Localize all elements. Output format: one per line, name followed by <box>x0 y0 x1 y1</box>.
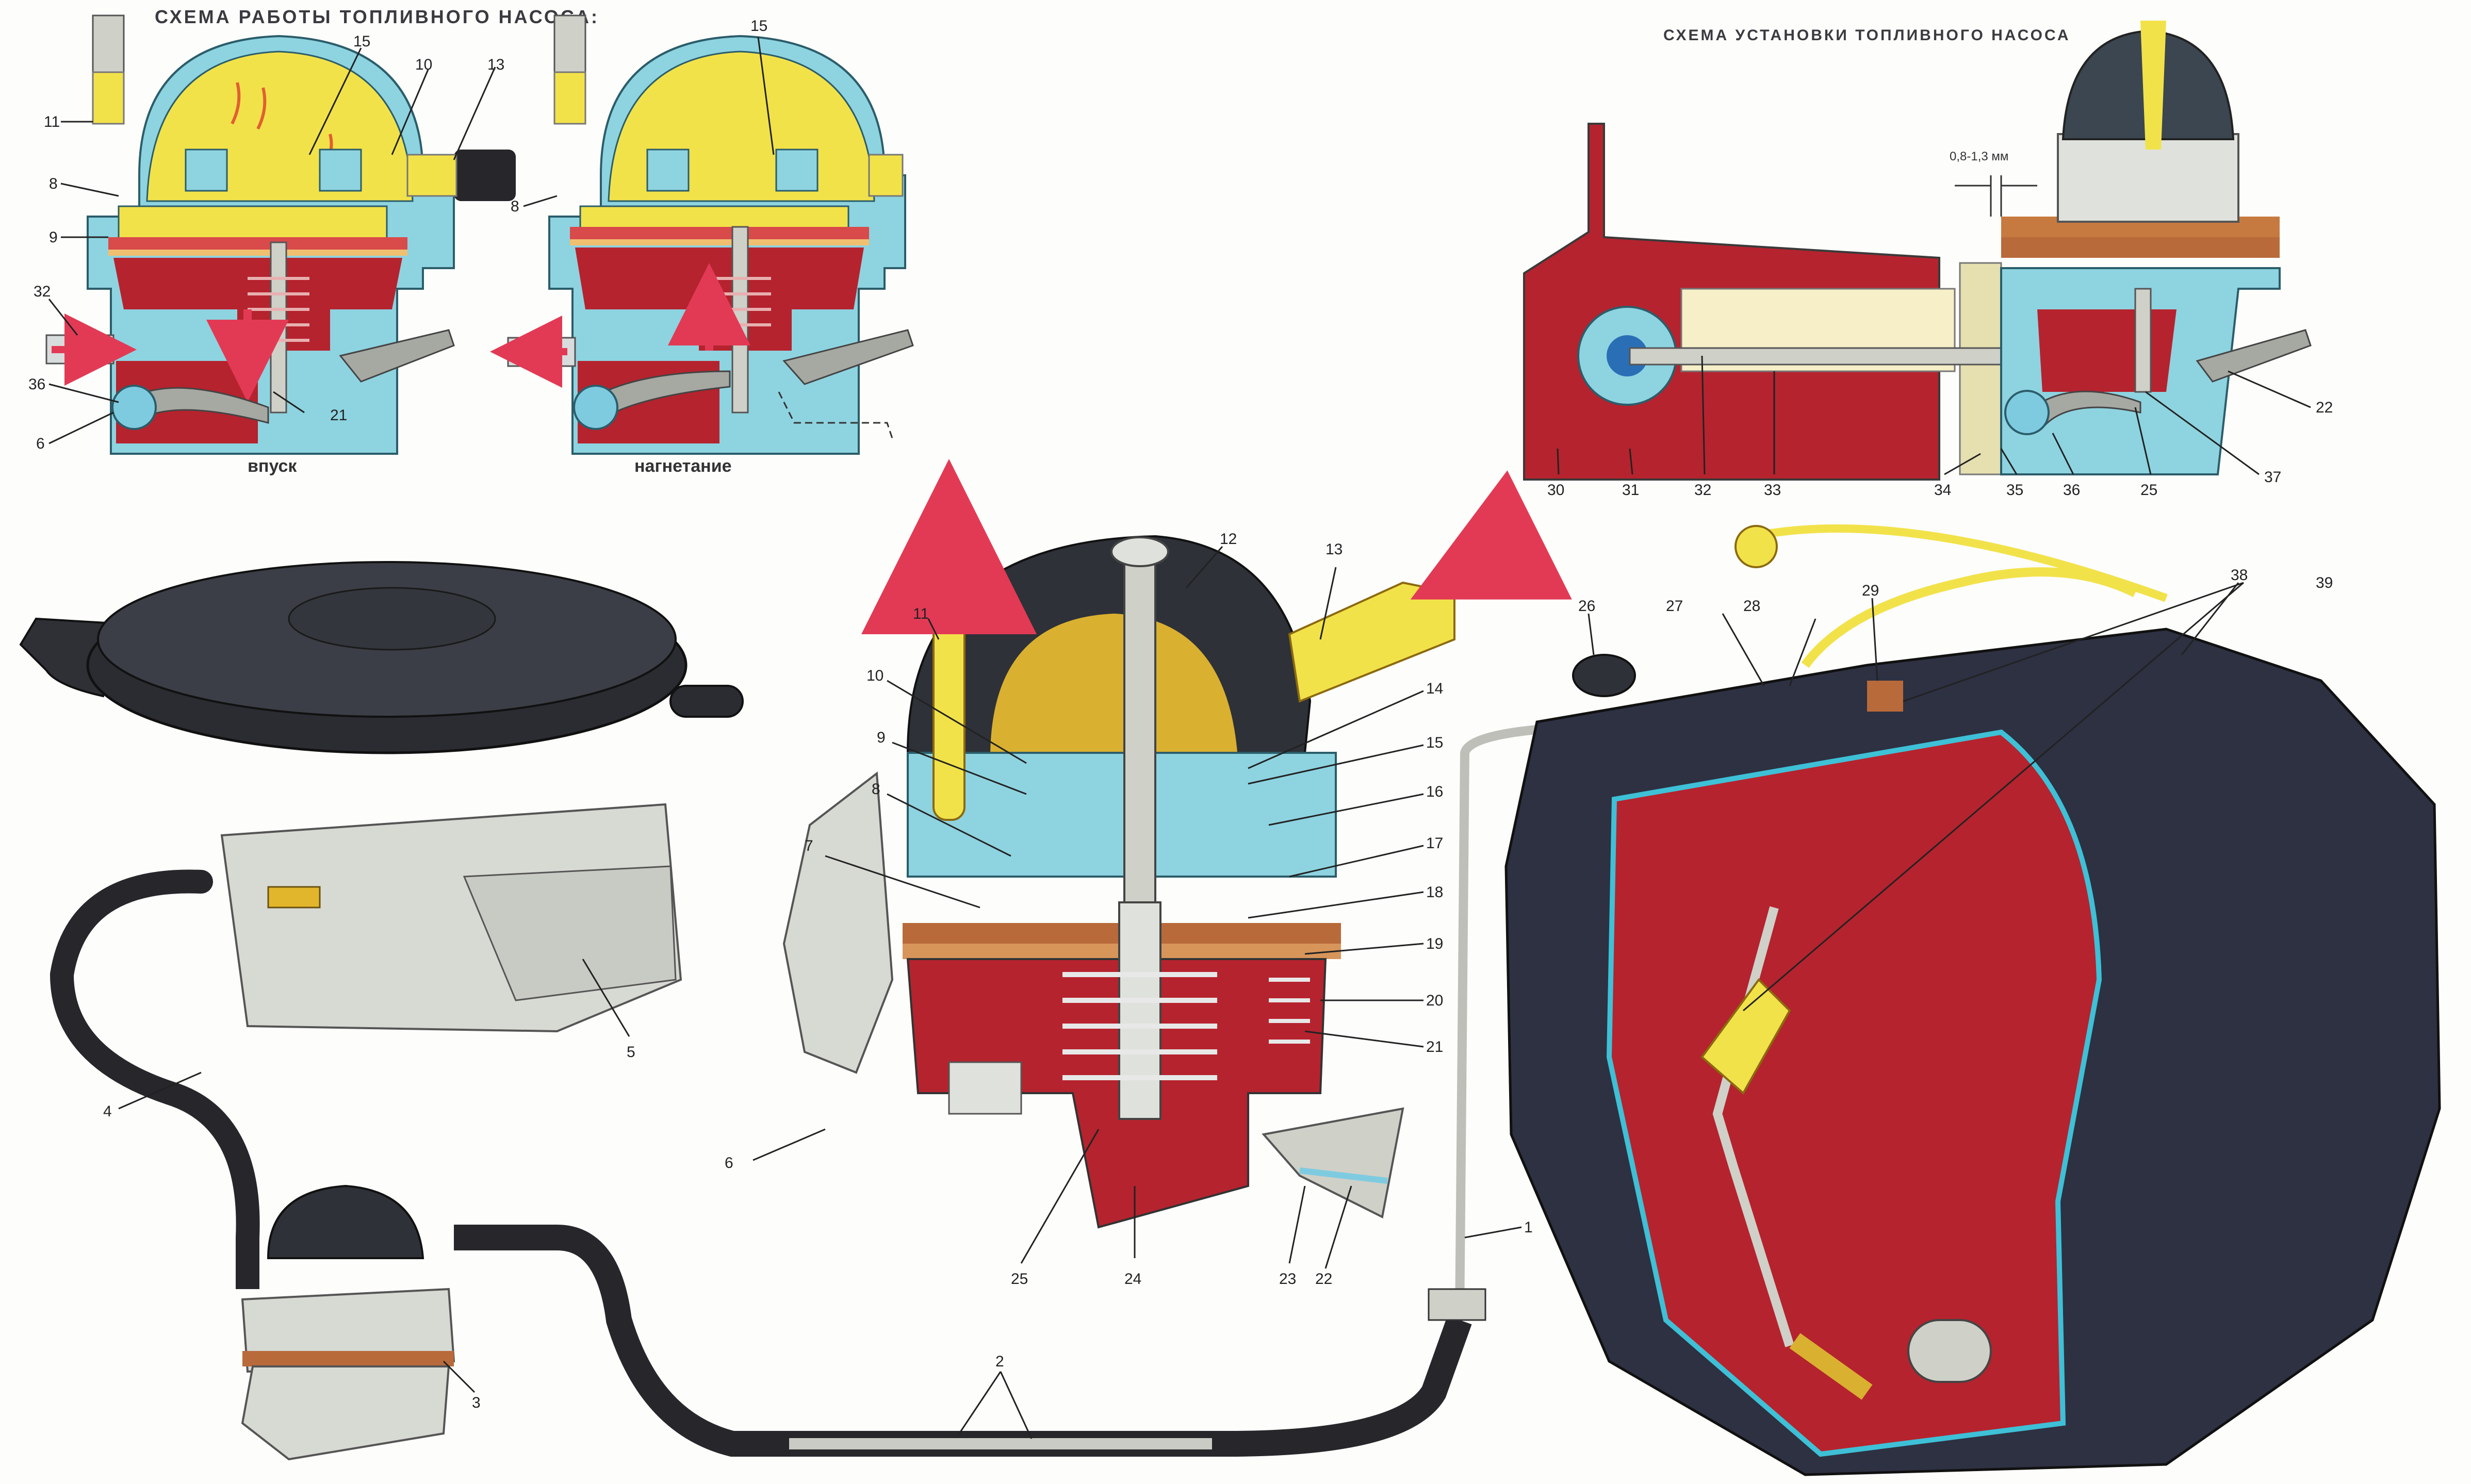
callout-39: 39 <box>2316 574 2333 591</box>
callout-18: 18 <box>1426 884 1443 901</box>
callout-8-discharge: 8 <box>511 198 519 215</box>
callout-37: 37 <box>2264 469 2281 486</box>
callout-28: 28 <box>1743 598 1760 615</box>
callout-8-intake: 8 <box>49 175 58 192</box>
callout-15-discharge: 15 <box>750 18 767 35</box>
callout-36: 36 <box>2063 482 2080 499</box>
callout-36-intake: 36 <box>28 376 45 393</box>
callout-17: 17 <box>1426 835 1443 852</box>
callout-6-intake: 6 <box>36 435 45 452</box>
callout-19: 19 <box>1426 935 1443 952</box>
callout-15: 15 <box>1426 734 1443 751</box>
intake-scheme <box>45 14 516 455</box>
callout-25-install: 25 <box>2140 482 2157 499</box>
intake-caption: впуск <box>248 456 297 476</box>
callout-30: 30 <box>1547 482 1564 499</box>
installation-scheme <box>1523 21 2312 481</box>
callout-1: 1 <box>1524 1219 1533 1236</box>
callout-11-intake: 11 <box>44 113 60 130</box>
discharge-caption: нагнетание <box>634 456 732 476</box>
callout-24: 24 <box>1124 1271 1141 1288</box>
fuel-tank <box>1504 524 2441 1476</box>
working-scheme-heading: СХЕМА РАБОТЫ ТОПЛИВНОГО НАСОСА: <box>155 6 599 27</box>
callout-10-intake: 10 <box>415 56 432 73</box>
callout-9-intake: 9 <box>49 229 58 246</box>
callout-3: 3 <box>472 1394 481 1411</box>
callout-4: 4 <box>103 1103 112 1120</box>
callout-21-intake: 21 <box>330 407 347 424</box>
callout-10: 10 <box>866 667 883 684</box>
callout-32-intake: 32 <box>34 283 51 300</box>
callout-26: 26 <box>1578 598 1595 615</box>
callout-23: 23 <box>1279 1271 1296 1288</box>
callout-34: 34 <box>1934 482 1951 499</box>
callout-12: 12 <box>1220 531 1237 548</box>
callout-22-install: 22 <box>2316 399 2333 416</box>
callout-11: 11 <box>913 605 929 622</box>
callout-labels: 11 8 9 32 36 6 15 10 13 21 8 15 30 31 32… <box>28 18 2333 1411</box>
callout-9: 9 <box>877 729 886 746</box>
callout-15-intake: 15 <box>353 33 370 50</box>
fuel-pump-cutaway <box>782 459 1572 1229</box>
gap-caption: 0,8-1,3 мм <box>1950 150 2009 163</box>
callout-2: 2 <box>995 1353 1004 1370</box>
callout-6: 6 <box>725 1155 733 1172</box>
callout-8: 8 <box>872 781 880 798</box>
callout-22: 22 <box>1315 1271 1332 1288</box>
discharge-scheme <box>490 14 914 455</box>
callout-38: 38 <box>2231 567 2248 584</box>
callout-13-intake: 13 <box>487 56 504 73</box>
callout-35: 35 <box>2006 482 2023 499</box>
carburetor-assembly <box>19 561 744 1249</box>
callout-5: 5 <box>627 1044 635 1061</box>
callout-32: 32 <box>1694 482 1711 499</box>
callout-31: 31 <box>1622 482 1639 499</box>
callout-14: 14 <box>1426 680 1443 697</box>
callout-7: 7 <box>805 837 813 854</box>
callout-29: 29 <box>1862 582 1879 599</box>
callout-25: 25 <box>1011 1271 1028 1288</box>
pump-and-fuel-lines <box>236 722 1574 1461</box>
callout-21: 21 <box>1426 1038 1443 1056</box>
callout-27: 27 <box>1666 598 1683 615</box>
callout-33: 33 <box>1764 482 1781 499</box>
callout-20: 20 <box>1426 992 1443 1009</box>
installation-scheme-heading: СХЕМА УСТАНОВКИ ТОПЛИВНОГО НАСОСА <box>1663 27 2071 44</box>
leader-lines <box>48 37 2311 1439</box>
callout-16: 16 <box>1426 783 1443 800</box>
callout-13: 13 <box>1325 541 1343 558</box>
